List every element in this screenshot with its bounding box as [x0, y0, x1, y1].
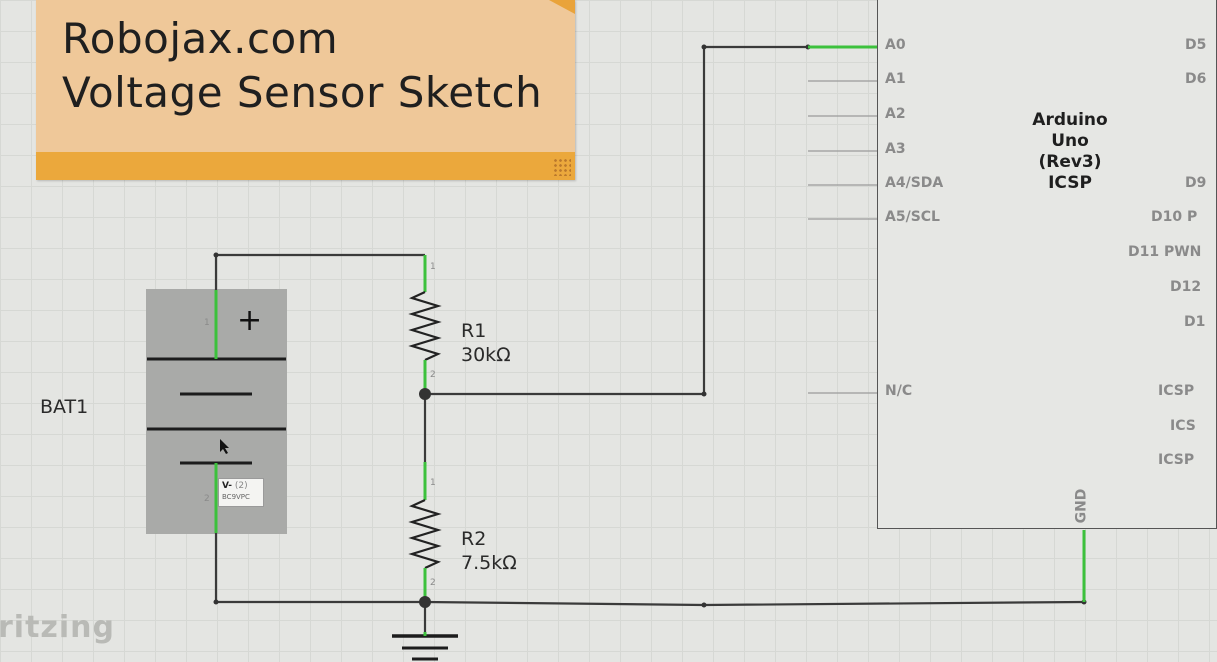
tooltip-title: V-: [222, 481, 233, 491]
arduino-title-line4: ICSP: [1048, 173, 1092, 193]
pin-label-d6: D6: [1185, 71, 1207, 87]
title-note[interactable]: Robojax.com Voltage Sensor Sketch: [36, 0, 575, 180]
r2-label: R2 7.5kΩ: [461, 527, 517, 575]
arduino-left-pins: [808, 45, 877, 394]
fritzing-logo: ritzing: [0, 610, 115, 645]
pin-label-d12: D12: [1170, 279, 1202, 295]
arduino-title: Arduino Uno (Rev3) ICSP: [1010, 110, 1130, 194]
junction-dot-middle: [419, 388, 431, 400]
ground-symbol-icon: [392, 632, 458, 661]
wires: [214, 45, 1085, 632]
wire-gnd-to-arduino: [424, 600, 1085, 607]
junction-dot-bottom: [419, 596, 431, 608]
pin-label-a5: A5/SCL: [885, 209, 940, 225]
arduino-title-line2: Uno: [1051, 131, 1089, 151]
note-title-line2: Voltage Sensor Sketch: [62, 68, 543, 117]
pin-label-a3: A3: [885, 141, 906, 157]
pin-label-nc: N/C: [885, 383, 913, 399]
wire-bat-plus-to-r1: [214, 253, 425, 290]
r2-ref: R2: [461, 528, 487, 550]
pin-label-d13: D1: [1184, 314, 1206, 330]
arduino-uno[interactable]: [877, 0, 1217, 529]
note-title-line1: Robojax.com: [62, 14, 339, 63]
arduino-title-line3: (Rev3): [1038, 152, 1102, 172]
pin-label-d11: D11 PWN: [1128, 244, 1202, 260]
r1-ref: R1: [461, 320, 487, 342]
pin-label-icsp1: ICSP: [1158, 383, 1195, 399]
wire-bat-minus-to-gnd: [214, 533, 425, 604]
r1-value: 30kΩ: [461, 344, 511, 366]
pin-label-a0: A0: [885, 37, 906, 53]
pin-label-d5: D5: [1185, 37, 1207, 53]
r2-value: 7.5kΩ: [461, 552, 517, 574]
bat-pin2-number: 2: [204, 494, 210, 504]
pin-label-icsp3: ICSP: [1158, 452, 1195, 468]
arduino-title-line1: Arduino: [1032, 110, 1108, 130]
tooltip-sub: (2): [234, 481, 248, 491]
pin-label-icsp2: ICS: [1170, 418, 1196, 434]
battery-symbol: [147, 290, 286, 533]
pin-label-d9: D9: [1185, 175, 1207, 191]
wire-mid-to-a0: [425, 45, 808, 396]
mouse-cursor-icon: [220, 439, 229, 454]
pin-label-a1: A1: [885, 71, 906, 87]
pin-label-gnd: GND: [1073, 488, 1090, 524]
battery-terminal-tooltip: V- (2) BC9VPC: [218, 478, 264, 507]
pin-label-a4: A4/SDA: [885, 175, 944, 191]
battery-label: BAT1: [40, 396, 89, 418]
note-fold: [549, 0, 575, 14]
resize-grip-icon[interactable]: [553, 158, 571, 176]
r2-pin2-number: 2: [430, 578, 436, 588]
r1-pin1-number: 1: [430, 262, 436, 272]
r1-pin2-number: 2: [430, 370, 436, 380]
battery-plus-sign: +: [237, 303, 263, 338]
pin-label-d10: D10 P: [1151, 209, 1198, 225]
tooltip-part: BC9VPC: [222, 493, 250, 501]
bat-pin1-number: 1: [204, 318, 210, 328]
pin-label-a2: A2: [885, 106, 906, 122]
r1-label: R1 30kΩ: [461, 319, 511, 367]
note-band: [36, 152, 575, 180]
r2-pin1-number: 1: [430, 478, 436, 488]
